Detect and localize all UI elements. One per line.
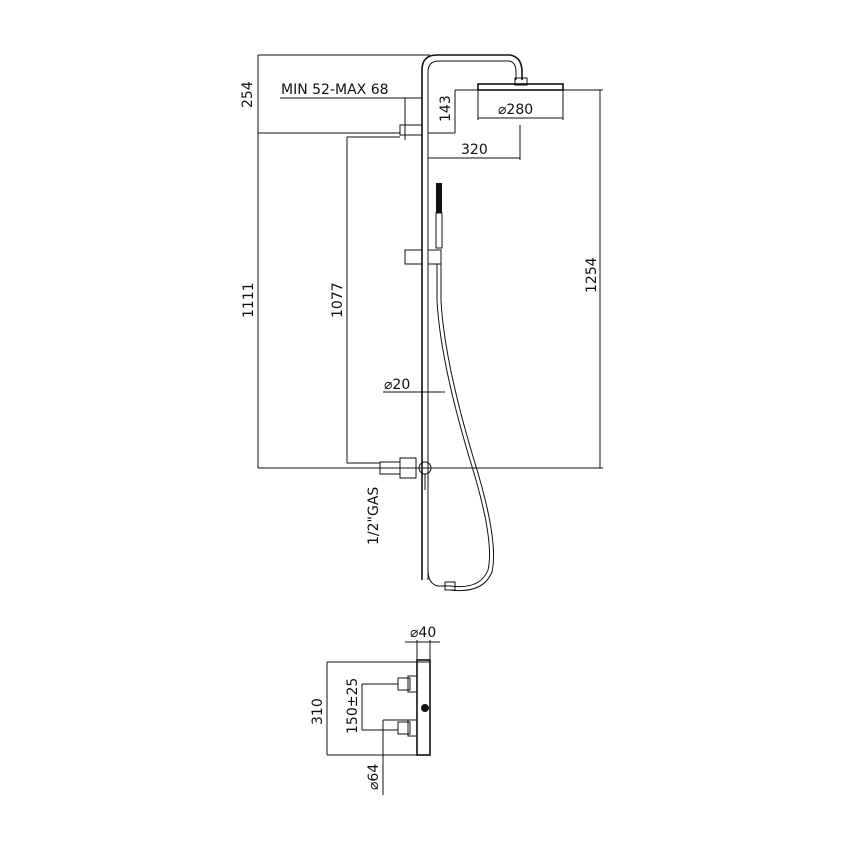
dim-143: 143 (438, 95, 454, 122)
mixer-knob-dot (421, 704, 429, 712)
dimension-lines (257, 54, 603, 469)
dim-320: 320 (461, 142, 488, 158)
wall-bracket (399, 124, 423, 136)
dim-254: 254 (240, 81, 256, 108)
dim-280: ⌀280 (498, 102, 533, 118)
hand-shower-head (436, 183, 442, 213)
shower-head-nut (514, 77, 528, 86)
dim-1111: 1111 (241, 282, 257, 318)
mixer-side-view (326, 640, 440, 795)
dim-1254: 1254 (584, 257, 600, 293)
slider-holder (404, 249, 423, 265)
dim-150: 150±25 (345, 678, 361, 734)
dim-20: ⌀20 (384, 377, 410, 393)
dim-310: 310 (310, 698, 326, 725)
dim-inlet: 1/2"GAS (366, 487, 382, 545)
dim-40: ⌀40 (410, 625, 436, 641)
shower-column (379, 54, 564, 592)
dim-1077: 1077 (330, 282, 346, 318)
dim-64: ⌀64 (366, 764, 382, 790)
hand-shower-handle (435, 212, 443, 249)
dim-arm-offset: MIN 52-MAX 68 (281, 82, 389, 98)
